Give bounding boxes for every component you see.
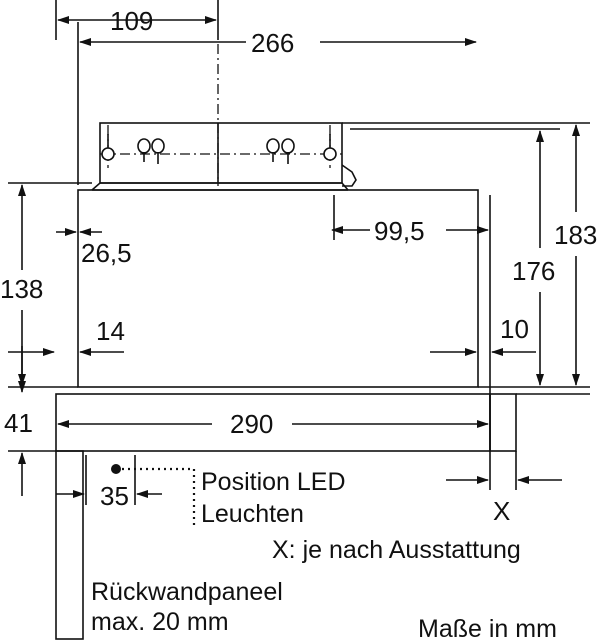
x-note: X: je nach Ausstattung [272, 536, 521, 564]
label-99-5: 99,5 [374, 216, 425, 246]
keyhole-slot-icon [151, 138, 165, 164]
keyhole-slot-icon [281, 138, 295, 164]
label-109: 109 [110, 6, 153, 36]
label-14: 14 [96, 316, 125, 346]
hood-body [77, 189, 479, 388]
led-position-marker [111, 464, 121, 474]
label-41: 41 [4, 408, 33, 438]
label-183: 183 [554, 220, 597, 250]
keyhole-slot-icon [266, 138, 280, 162]
label-138: 138 [0, 274, 43, 304]
label-26-5: 26,5 [81, 238, 132, 268]
back-panel-label: Rückwandpaneel [91, 578, 283, 606]
keyhole-slot-icon [137, 138, 151, 162]
led-lights-label: Leuchten [201, 500, 304, 528]
front-handle [489, 393, 517, 452]
back-panel [55, 450, 84, 640]
keyhole-slot-icon [323, 134, 337, 161]
keyhole-slot-icon [101, 134, 115, 161]
label-266: 266 [251, 28, 294, 58]
units-label: Maße in mm [418, 615, 557, 642]
label-176: 176 [512, 256, 555, 286]
mounting-bracket [99, 122, 343, 184]
led-leader-line [122, 467, 196, 526]
led-position-label: Position LED [201, 468, 346, 496]
label-10: 10 [500, 314, 529, 344]
label-x: X [493, 496, 510, 526]
label-35: 35 [100, 481, 129, 511]
label-290: 290 [230, 409, 273, 439]
back-panel-max-label: max. 20 mm [91, 608, 229, 636]
